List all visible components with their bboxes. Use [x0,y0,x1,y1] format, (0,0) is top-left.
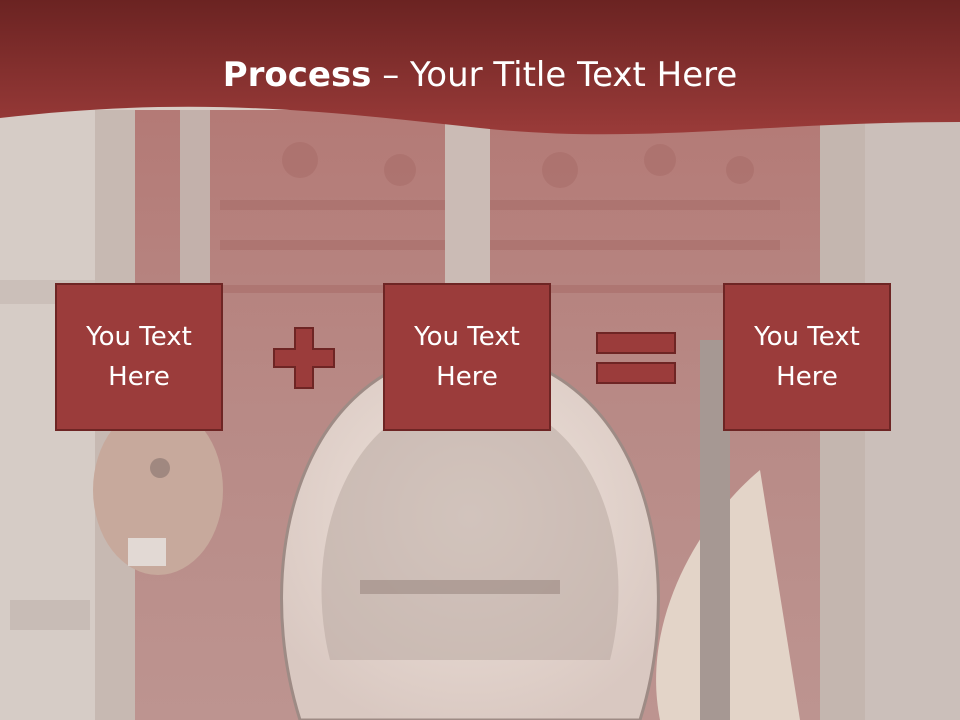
slide-title-bold: Process [222,55,372,95]
process-box-2-text: You Text Here [414,322,520,392]
equals-sign-icon [596,332,676,384]
plus-sign-icon [273,327,335,389]
process-box-3[interactable]: You Text Here [723,283,891,431]
process-box-1-text: You Text Here [86,322,192,392]
process-box-2[interactable]: You Text Here [383,283,551,431]
process-box-3-text: You Text Here [754,322,860,392]
slide-title: Process – Your Title Text Here [0,52,960,98]
process-box-1[interactable]: You Text Here [55,283,223,431]
slide-title-rest: – Your Title Text Here [371,55,738,95]
header-band [0,0,960,135]
